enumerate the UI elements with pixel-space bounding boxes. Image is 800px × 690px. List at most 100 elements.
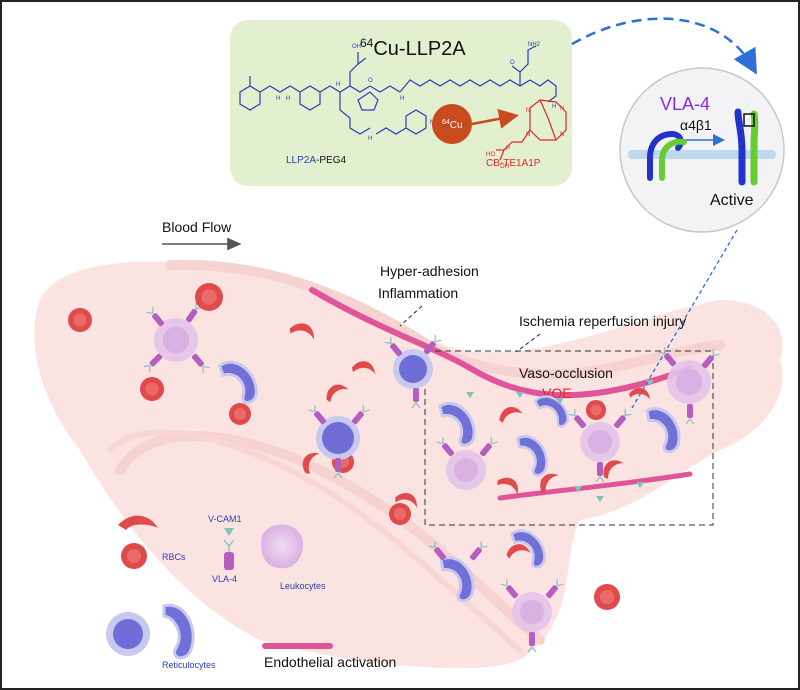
vla4-tip [624, 409, 632, 417]
svg-text:H: H [336, 82, 340, 88]
sickle-rbc [302, 452, 320, 474]
vla4-tip [658, 347, 666, 355]
vla4-tip [143, 365, 151, 373]
svg-text:OH: OH [352, 44, 361, 50]
vcam1 [574, 486, 582, 492]
legend-sickle-rbc-icon [118, 515, 158, 530]
sickle-rbc [395, 493, 417, 508]
vla4-receptor [423, 341, 436, 355]
sickle-reticulocyte [510, 529, 546, 569]
sickle-rbc [351, 361, 376, 375]
svg-text:O: O [368, 78, 373, 84]
vla4-tip [685, 418, 695, 425]
rbc-center [233, 407, 247, 421]
svg-text:OH: OH [500, 164, 509, 170]
svg-text:H: H [552, 104, 556, 110]
vla4-receptor [574, 415, 587, 429]
legend-leukocyte-icon [261, 524, 304, 569]
vla4-tip [428, 541, 436, 549]
vla4-receptor [314, 411, 327, 425]
svg-text:N: N [560, 132, 564, 138]
legend-vla4-label: VLA-4 [212, 574, 237, 584]
svg-text:O: O [510, 60, 515, 66]
vla4-receptor [442, 443, 455, 457]
vla4-tip [436, 437, 444, 445]
targeting-arrow [571, 17, 757, 75]
vla4-tip [362, 405, 370, 413]
inset-vla4-label: VLA-4 [660, 94, 710, 114]
vcam1 [646, 380, 654, 386]
vla4-tip [202, 365, 210, 373]
vla4-tip [146, 307, 154, 315]
active-integrin-alpha [734, 108, 746, 186]
ischemia-label: Ischemia reperfusion injury [519, 313, 686, 329]
vla4-tip [500, 579, 508, 587]
vla4-receptor [335, 458, 341, 472]
hyper-adhesion-label: Hyper-adhesion [380, 263, 479, 279]
sickle-reticulocyte [533, 395, 569, 428]
sickle-rbc [506, 544, 531, 559]
leukocyte-nucleus [162, 326, 190, 354]
cell-layer [68, 283, 720, 653]
rbc-center [145, 382, 159, 396]
vla4-tip [595, 476, 605, 483]
legend-vcam1-icon [224, 528, 234, 536]
binding-site [743, 113, 755, 127]
sickle-rbc [499, 406, 523, 424]
leukocyte-nucleus [675, 368, 703, 396]
sickle-rbc [326, 384, 349, 403]
vla4-receptor [469, 547, 482, 561]
vaso-occlusion-label: Vaso-occlusion [519, 365, 613, 381]
vcam1 [516, 392, 524, 398]
svg-text:P: P [506, 146, 510, 152]
vla4-tip [712, 349, 720, 357]
legend-vcam1-label: V-CAM1 [208, 514, 242, 524]
vla4-tip [480, 541, 488, 549]
vla4-receptor [613, 415, 626, 429]
vla4-receptor [506, 585, 519, 599]
vla4-receptor [529, 632, 535, 646]
sickle-rbc [497, 477, 519, 495]
vla4-tip [308, 405, 316, 413]
vla4-receptor [687, 404, 693, 418]
sickle-reticulocyte [516, 435, 548, 477]
legend-sickle-reticulocyte-icon [162, 603, 195, 660]
svg-text:H: H [286, 96, 290, 102]
leukocyte-nucleus [520, 600, 544, 624]
integrin-label: α4β1 [680, 117, 712, 133]
sickle-rbc [289, 323, 314, 340]
sickle-reticulocyte [438, 402, 476, 447]
sickle-reticulocyte [217, 360, 258, 405]
bent-integrin-beta [659, 138, 687, 181]
reticulocyte [399, 355, 427, 383]
vcam1 [596, 496, 604, 502]
copper-64-atom [432, 104, 472, 144]
rbc-center [393, 507, 407, 521]
chelator-structure [496, 99, 567, 161]
vla4-receptor [664, 353, 677, 367]
vla4-receptor [597, 462, 603, 476]
vla4-inset: VLA-4 α4β1 Active [619, 67, 785, 233]
endothelium-upper [309, 287, 693, 399]
vla4-receptor [186, 308, 198, 323]
sickle-reticulocyte [645, 407, 681, 454]
legend: RBCs V-CAM1 VLA-4 Leukocytes Reticulocyt… [106, 514, 396, 670]
inflammation-pointer [399, 305, 423, 327]
endothelium-lower [497, 471, 693, 501]
vla4-receptor [191, 353, 204, 367]
inflammation-label: Inflammation [378, 285, 458, 301]
legend-endothelial-label: Endothelial activation [264, 654, 396, 670]
copper-label: 64Cu [442, 119, 463, 131]
vla4-receptor [479, 443, 492, 457]
svg-text:HO: HO [486, 152, 495, 158]
llp2a-peg4-label: LLP2A-PEG4 [286, 155, 346, 166]
vla4-receptor [390, 343, 403, 357]
molecule-panel: 64Cu-LLP2A OH NH2 H H H O [230, 20, 572, 186]
sickle-rbc [603, 460, 624, 480]
sickle-rbc [629, 387, 651, 400]
sickle-rbc [540, 473, 559, 494]
chelation-arrow [471, 108, 519, 129]
blood-flow-label: Blood Flow [162, 219, 232, 235]
rbc-center [201, 289, 217, 305]
